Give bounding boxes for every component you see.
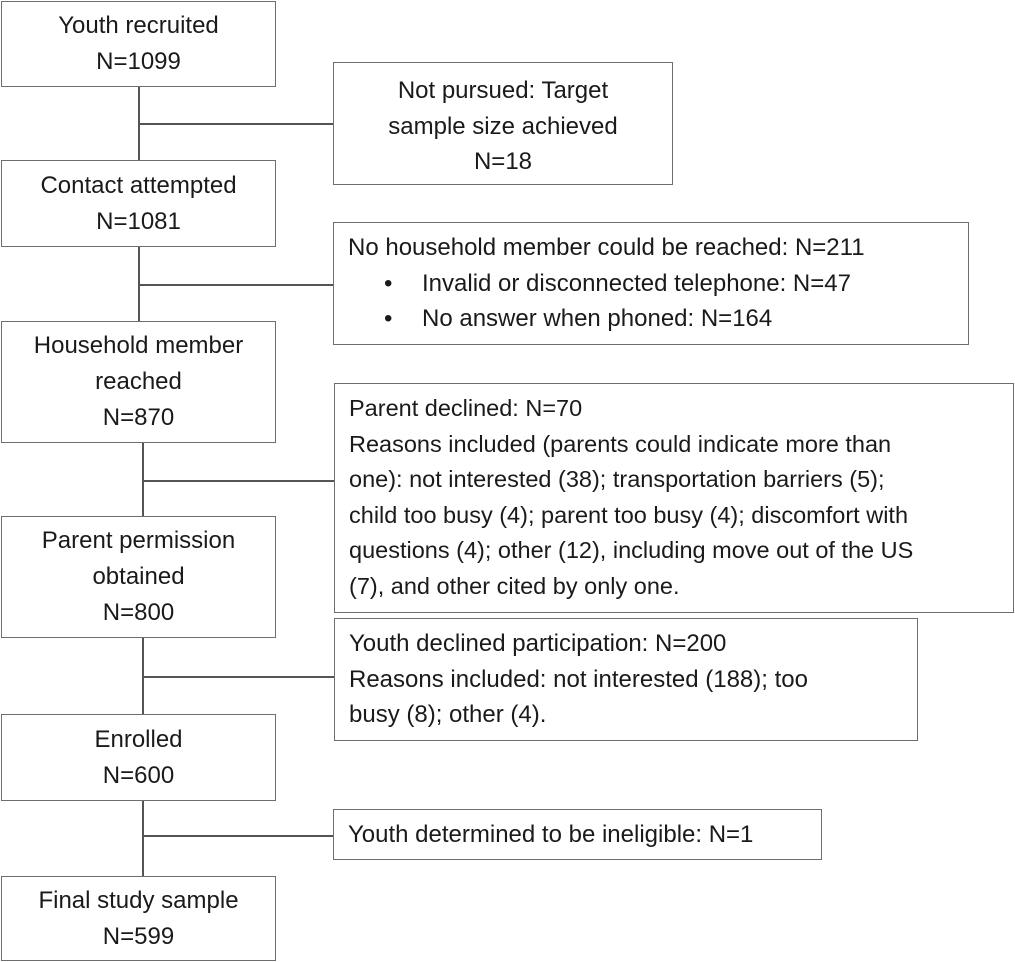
not-reached-bullets: • Invalid or disconnected telephone: N=4…: [348, 266, 954, 337]
box-count: N=800: [102, 599, 175, 626]
box-title: Youth recruited: [58, 12, 219, 39]
box-count: N=1081: [96, 207, 181, 235]
box-household-reached: Household member reached N=870: [1, 321, 276, 443]
not-reached-heading: No household member could be reached: N=…: [348, 234, 865, 261]
box-title-line1: Parent permission: [41, 527, 236, 554]
youth-declined-line: busy (8); other (4).: [349, 701, 547, 728]
box-title-line1: Household member: [33, 332, 244, 359]
box-parent-declined: Parent declined: N=70 Reasons included (…: [334, 383, 1014, 613]
box-title: Enrolled: [94, 725, 183, 753]
box-count: N=870: [102, 404, 175, 431]
connector-horizontal-5: [142, 835, 334, 837]
box-title: Contact attempted: [40, 171, 237, 199]
not-pursued-line2: sample size achieved: [388, 112, 618, 140]
ineligible-line: Youth determined to be ineligible: N=1: [348, 821, 754, 848]
box-title-line2: obtained: [92, 563, 185, 590]
bullet-item: • No answer when phoned: N=164: [348, 301, 954, 337]
bullet-text: Invalid or disconnected telephone: N=47: [422, 269, 851, 297]
box-not-reached: No household member could be reached: N=…: [333, 222, 969, 345]
connector-vertical-5: [142, 800, 144, 876]
box-not-pursued: Not pursued: Target sample size achieved…: [333, 62, 673, 185]
youth-declined-line: Reasons included: not interested (188); …: [349, 665, 808, 693]
box-youth-declined: Youth declined participation: N=200 Reas…: [334, 618, 918, 741]
connector-vertical-3: [142, 442, 144, 516]
not-pursued-line1: Not pursued: Target: [397, 77, 609, 104]
parent-declined-line: Parent declined: N=70: [349, 395, 583, 421]
parent-declined-line: questions (4); other (12), including mov…: [349, 537, 914, 563]
box-contact-attempted: Contact attempted N=1081: [1, 160, 276, 247]
parent-declined-line: Reasons included (parents could indicate…: [349, 430, 892, 457]
not-pursued-count: N=18: [473, 148, 533, 175]
box-title: Final study sample: [38, 886, 239, 914]
box-title-line2: reached: [95, 368, 182, 395]
connector-vertical-2: [138, 246, 140, 321]
box-parent-permission: Parent permission obtained N=800: [1, 516, 276, 638]
parent-declined-line: one): not interested (38); transportatio…: [349, 466, 885, 492]
bullet-dot: •: [384, 305, 393, 332]
connector-vertical-4: [142, 637, 144, 714]
connector-horizontal-2: [138, 284, 333, 286]
connector-horizontal-4: [142, 676, 334, 678]
connector-horizontal-1: [138, 123, 333, 125]
box-final-sample: Final study sample N=599: [1, 876, 276, 961]
box-enrolled: Enrolled N=600: [1, 714, 276, 801]
box-count: N=600: [102, 761, 175, 789]
connector-horizontal-3: [142, 480, 334, 482]
box-count: N=599: [102, 922, 175, 950]
bullet-dot: •: [384, 269, 393, 297]
youth-declined-line: Youth declined participation: N=200: [349, 630, 727, 657]
box-count: N=1099: [96, 48, 181, 75]
box-youth-recruited: Youth recruited N=1099: [1, 1, 276, 87]
parent-declined-line: (7), and other cited by only one.: [349, 572, 680, 599]
parent-declined-line: child too busy (4); parent too busy (4);…: [349, 501, 909, 528]
bullet-text: No answer when phoned: N=164: [422, 305, 773, 332]
bullet-item: • Invalid or disconnected telephone: N=4…: [348, 266, 954, 302]
box-ineligible: Youth determined to be ineligible: N=1: [333, 809, 822, 860]
